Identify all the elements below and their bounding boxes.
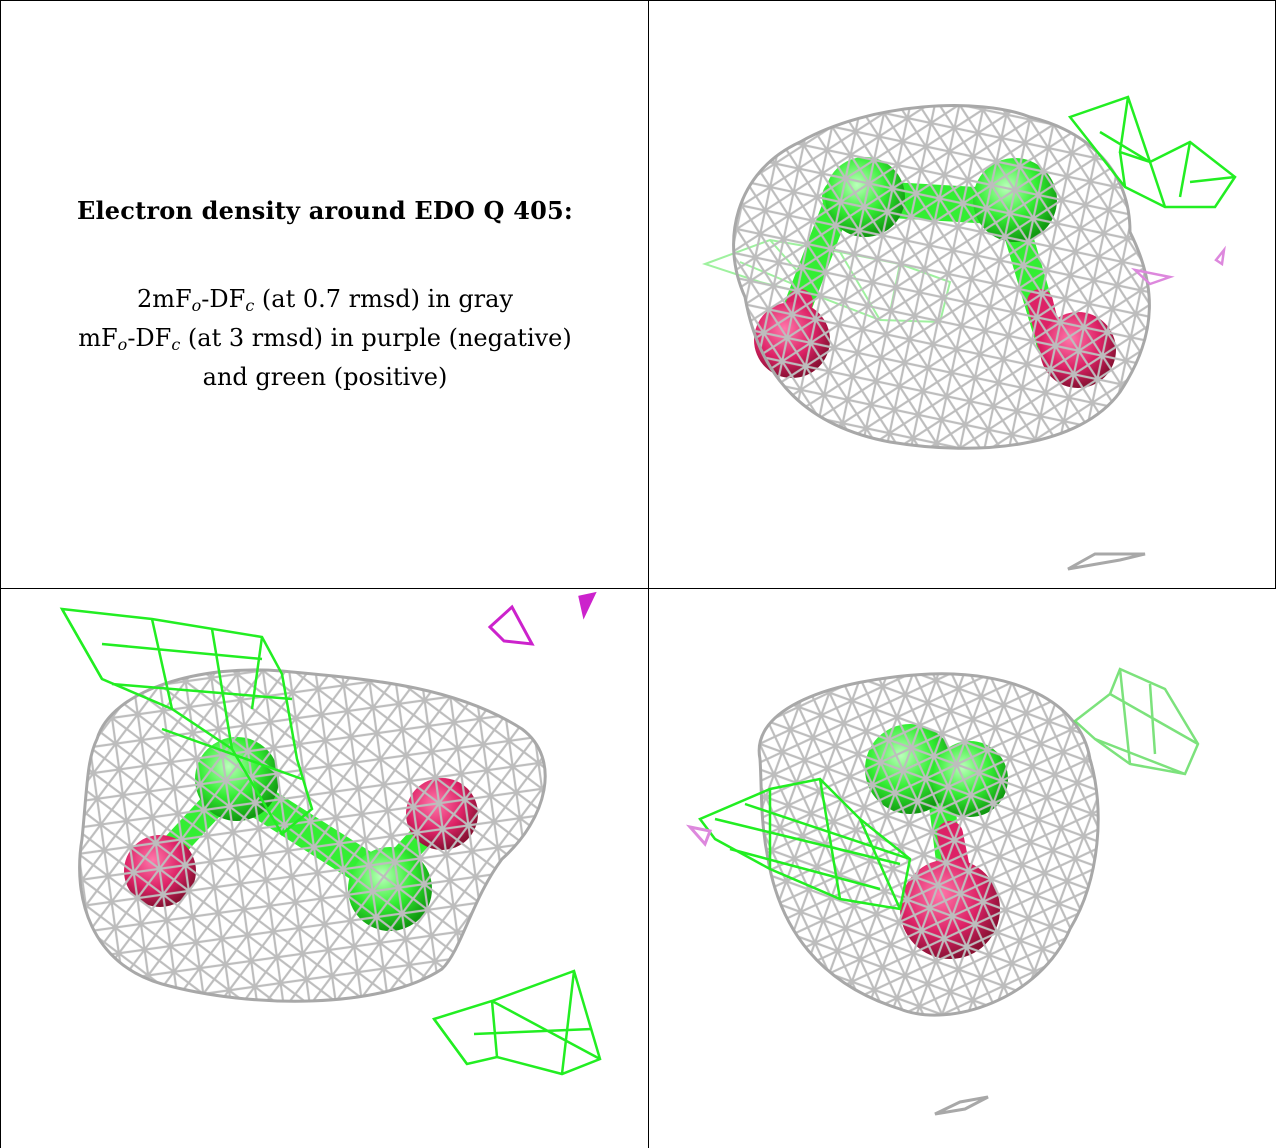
divider-vertical (648, 0, 649, 1148)
gray-mesh-fragment (1067, 552, 1146, 571)
legend-line-map1: 2mFo-DFc (at 0.7 rmsd) in gray (136, 285, 514, 315)
gray-mesh-fragment (934, 1095, 989, 1116)
view-bottom-left (2, 589, 648, 1146)
density-view-top-right (701, 95, 1237, 571)
green-positive-mesh (59, 607, 314, 836)
purple-negative-mesh (685, 824, 713, 847)
green-positive-mesh (1067, 95, 1237, 209)
green-positive-mesh (1073, 667, 1200, 776)
gray-density-mesh (732, 104, 1151, 450)
gray-density-mesh (757, 672, 1100, 1017)
divider-horizontal (0, 588, 1276, 589)
green-positive-mesh (431, 969, 602, 1076)
density-view-bottom-right (685, 667, 1200, 1116)
legend-line-map2-cont: and green (positive) (202, 363, 448, 391)
legend-title: Electron density around EDO Q 405: (77, 196, 573, 225)
border-left (0, 0, 1, 1148)
legend-line-map2: mFo-DFc (at 3 rmsd) in purple (negative) (78, 324, 572, 354)
legend-panel: Electron density around EDO Q 405: 2mFo-… (2, 2, 648, 587)
density-view-bottom-left (59, 591, 602, 1076)
purple-negative-mesh (487, 591, 597, 646)
view-bottom-right (650, 589, 1274, 1146)
border-top (0, 0, 1276, 1)
purple-negative-mesh (1130, 245, 1226, 286)
view-top-right (650, 2, 1274, 587)
green-positive-mesh (698, 777, 912, 911)
